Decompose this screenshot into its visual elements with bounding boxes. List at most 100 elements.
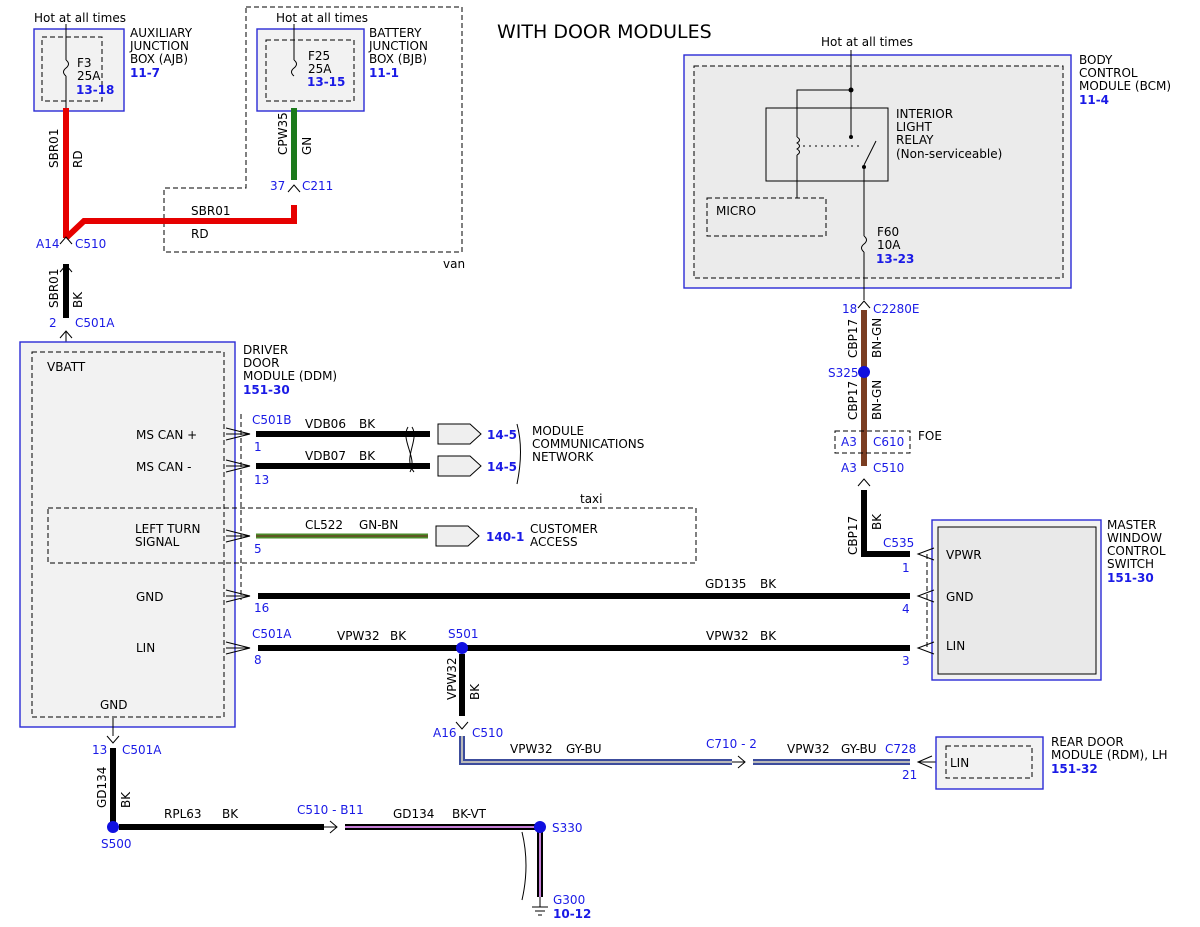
- ddm-inner-frame: [31, 351, 225, 718]
- van-option-frame: [163, 6, 463, 253]
- mwcs-inner-frame: [937, 526, 1097, 675]
- c535-pin-1: 1: [902, 561, 910, 575]
- c510-a3-symbol: [857, 478, 871, 487]
- wire-label-bk-vpw32-3: BK: [468, 683, 482, 700]
- customer-ref[interactable]: 140-1: [486, 530, 524, 544]
- mwcs-pin-lin: LIN: [946, 639, 965, 653]
- van-label: van: [443, 257, 465, 271]
- wire-label-gn: GN: [300, 137, 314, 155]
- twisted-pair-symbol-2: [409, 426, 415, 473]
- wire-label-rpl63: RPL63: [164, 807, 202, 821]
- ddm-pin-mscan-minus: MS CAN -: [136, 460, 192, 474]
- c211-label: C211: [302, 179, 333, 193]
- c501a-gnd-symbol: [106, 735, 120, 744]
- c2280e-label: C2280E: [873, 302, 920, 316]
- c610-pin: A3: [841, 435, 857, 449]
- wire-sbr01-rd-van: [63, 205, 297, 241]
- ajb-fuse-ref[interactable]: 13-18: [76, 83, 114, 97]
- network-ref-2[interactable]: 14-5: [487, 460, 517, 474]
- bjb-name-3: BOX (BJB): [369, 52, 427, 66]
- bcm-name-3: MODULE (BCM): [1079, 79, 1171, 93]
- splice-s330: [534, 821, 546, 833]
- s500-label: S500: [101, 837, 132, 851]
- customer-name-2: ACCESS: [530, 535, 578, 549]
- foe-label: FOE: [918, 429, 942, 443]
- mwcs-lin-connector: [916, 641, 935, 655]
- ground-brace: [521, 831, 527, 901]
- bjb-fuse-amp: 25A: [308, 62, 332, 76]
- c728-label: C728: [885, 742, 916, 756]
- bcm-name-1: BODY: [1079, 53, 1113, 67]
- diagram-title: WITH DOOR MODULES: [497, 21, 712, 43]
- g300-label: G300: [553, 893, 585, 907]
- c2280e-pin: 18: [842, 302, 857, 316]
- mwcs-name-1: MASTER: [1107, 518, 1156, 532]
- mwcs-name-2: WINDOW: [1107, 531, 1162, 545]
- lts-pin-5: 5: [254, 542, 262, 556]
- wire-label-bkvt: BK-VT: [452, 807, 487, 821]
- rdm-pin-lin: LIN: [950, 756, 969, 770]
- bjb-fuse-ref[interactable]: 13-15: [307, 75, 345, 89]
- c2280e-symbol: [857, 300, 871, 309]
- wire-label-vpw32-2: VPW32: [706, 629, 749, 643]
- network-ref-1[interactable]: 14-5: [487, 428, 517, 442]
- c501a-label-3: C501A: [122, 743, 162, 757]
- wire-label-sbr01-3: SBR01: [47, 269, 61, 308]
- wire-label-sbr01-1: SBR01: [47, 129, 61, 168]
- rdm-ref[interactable]: 151-32: [1051, 762, 1098, 776]
- bjb-fuse-frame: [265, 39, 355, 102]
- splice-s500: [107, 821, 119, 833]
- c510-a14-pin: A14: [36, 237, 59, 251]
- wire-label-bk-vpw32-2: BK: [760, 629, 777, 643]
- wire-gd134-bkvt: [345, 824, 543, 897]
- ddm-pin-lts-1: LEFT TURN: [135, 522, 201, 536]
- ddm-pin-gnd: GND: [136, 590, 164, 604]
- wire-label-cbp17-3: CBP17: [846, 516, 860, 555]
- bjb-name-2: JUNCTION: [368, 39, 428, 53]
- bcm-inner-frame: [693, 65, 1064, 279]
- network-arrow-1: [437, 423, 482, 445]
- c211-pin: 37: [270, 179, 285, 193]
- mwcs-name-4: SWITCH: [1107, 557, 1154, 571]
- c710-label: C710 - 2: [706, 737, 757, 751]
- ajb-fuse-id: F3: [77, 56, 92, 70]
- ajb-box: [33, 28, 125, 112]
- c610-label: C610: [873, 435, 904, 449]
- network-brace: [516, 423, 521, 485]
- c501b-pin-1: 1: [254, 440, 262, 454]
- rdm-name-2: MODULE (RDM), LH: [1051, 748, 1168, 762]
- wire-label-gd134-1: GD134: [95, 767, 109, 808]
- network-name-1: MODULE: [532, 424, 584, 438]
- c510-a16-label: C510: [472, 726, 503, 740]
- wire-cbp17-bk: [861, 490, 910, 557]
- gnd-pin-16: 16: [254, 601, 269, 615]
- wire-label-bngn-2: BN-GN: [870, 380, 884, 420]
- ajb-ref[interactable]: 11-7: [130, 66, 160, 80]
- wire-label-bngn-1: BN-GN: [870, 318, 884, 358]
- c501a-pin-13: 13: [92, 743, 107, 757]
- mwcs-vpwr-connector: [916, 547, 935, 561]
- wire-label-bk-vdb06: BK: [359, 417, 376, 431]
- wire-label-vdb06: VDB06: [305, 417, 346, 431]
- relay-name-4: (Non-serviceable): [896, 147, 1002, 161]
- c535-pin-3: 3: [902, 654, 910, 668]
- ddm-name-3: MODULE (DDM): [243, 369, 337, 383]
- rdm-inner-frame: [945, 745, 1033, 779]
- ddm-ref[interactable]: 151-30: [243, 383, 290, 397]
- s330-label: S330: [552, 821, 583, 835]
- relay-name-2: LIGHT: [896, 120, 933, 134]
- mwcs-ref[interactable]: 151-30: [1107, 571, 1154, 585]
- bcm-ref[interactable]: 11-4: [1079, 93, 1109, 107]
- micro-box: [706, 197, 827, 237]
- bjb-ref[interactable]: 11-1: [369, 66, 399, 80]
- bcm-fuse-ref[interactable]: 13-23: [876, 252, 914, 266]
- ddm-pin-gnd-2: GND: [100, 698, 128, 712]
- bjb-fuse-id: F25: [308, 49, 330, 63]
- bcm-name-2: CONTROL: [1079, 66, 1138, 80]
- s501-label: S501: [448, 627, 479, 641]
- relay-box: [765, 107, 889, 182]
- g300-ref[interactable]: 10-12: [553, 907, 591, 921]
- wire-label-vdb07: VDB07: [305, 449, 346, 463]
- wire-label-bk-cbp17: BK: [870, 513, 884, 530]
